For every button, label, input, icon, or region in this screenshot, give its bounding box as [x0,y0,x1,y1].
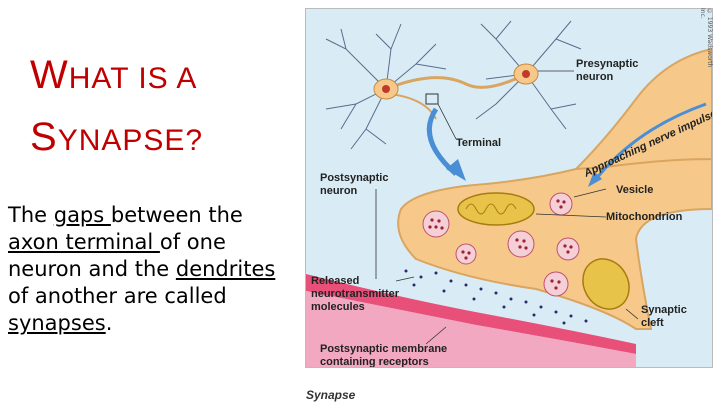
definition-paragraph: The gaps between the axon terminal of on… [8,202,278,337]
label-presynaptic: Presynaptic [576,58,638,70]
label-synaptic-cleft: Synaptic [641,304,687,316]
svg-text:Presynaptic: Presynaptic [576,58,638,70]
term-dendrites: dendrites [176,257,275,281]
copyright-note: © 1993 Wadsworth Inc. [703,8,713,68]
label-released: Released [311,275,359,287]
svg-text:neurotransmitter: neurotransmitter [311,288,400,300]
label-terminal: Terminal [456,137,501,149]
title-line-1: WHAT IS A [30,46,290,108]
label-mitochondrion: Mitochondrion [606,211,683,223]
term-synapses: synapses [8,311,106,335]
svg-text:neuron: neuron [576,71,614,83]
dendrite-branches [326,21,581,149]
label-vesicle: Vesicle [616,184,653,196]
svg-text:molecules: molecules [311,301,365,313]
label-postsynaptic-neuron: Postsynaptic [320,172,388,184]
slide-title: WHAT IS A SYNAPSE? [30,46,290,170]
label-postsynaptic-membrane: Postsynaptic membrane [320,343,447,355]
term-axon-terminal: axon terminal [8,230,160,254]
term-gaps: gaps [54,203,111,227]
svg-text:cleft: cleft [641,317,664,329]
terminal-box [426,94,438,104]
svg-text:containing receptors: containing receptors [320,356,429,367]
figure-caption: Synapse [306,388,355,402]
svg-text:neuron: neuron [320,185,358,197]
synapse-diagram: Presynaptic neuron Terminal Postsynaptic… [305,8,713,368]
synapse-illustration: Presynaptic neuron Terminal Postsynaptic… [306,9,712,367]
title-line-2: SYNAPSE? [30,108,290,170]
